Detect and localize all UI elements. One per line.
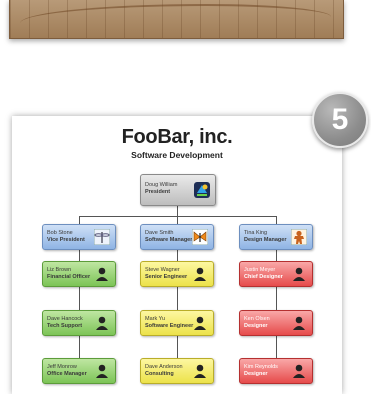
node-name: Mark Yu (145, 316, 166, 322)
dragonfly-icon (93, 228, 111, 246)
connector-line (177, 216, 178, 224)
node-name: Jeff Monrow (47, 364, 77, 370)
connector-line (79, 216, 80, 224)
node-name: Dave Smith (145, 230, 174, 236)
org-node-steve-wagner[interactable]: Steve Wagner Senior Engineer (140, 261, 214, 287)
person-silhouette-icon (191, 314, 209, 332)
org-chart-slide[interactable]: FooBar, inc. Software Development Doug W… (12, 116, 342, 394)
connector-line (276, 250, 277, 360)
company-title: FooBar, inc. (121, 126, 233, 148)
connector-line (177, 206, 178, 216)
gingerbread-icon (290, 228, 308, 246)
person-silhouette-icon (191, 362, 209, 380)
node-name: Liz Brown (47, 267, 72, 273)
node-role: Financial Officer (47, 274, 91, 280)
node-role: Consulting (145, 371, 174, 377)
node-name: Dave Anderson (145, 364, 183, 370)
node-name: Doug William (145, 182, 178, 188)
node-name: Dave Hancock (47, 316, 83, 322)
org-node-justin-meyer[interactable]: Justin Meyer Chief Designer (239, 261, 313, 287)
node-role: Software Manager (145, 237, 193, 243)
chart-curve-decoration (20, 4, 331, 36)
butterfly-icon (191, 228, 209, 246)
node-name: Bob Stone (47, 230, 73, 236)
org-node-dave-hancock[interactable]: Dave Hancock Tech Support (42, 310, 116, 336)
org-node-dave-smith[interactable]: Dave Smith Software Manager (140, 224, 214, 250)
org-node-liz-brown[interactable]: Liz Brown Financial Officer (42, 261, 116, 287)
connector-line (276, 216, 277, 224)
step-number-badge: 5 (312, 92, 368, 148)
node-role: Designer (244, 323, 268, 329)
node-name: Ken Olsen (244, 316, 270, 322)
node-role: Software Engineer (145, 323, 194, 329)
connector-line (79, 250, 80, 360)
person-silhouette-icon (290, 362, 308, 380)
org-node-jeff-monrow[interactable]: Jeff Monrow Office Manager (42, 358, 116, 384)
connector-line (177, 250, 178, 360)
connector-line (79, 216, 277, 217)
person-silhouette-icon (191, 265, 209, 283)
org-node-president[interactable]: Doug William President (140, 174, 216, 206)
node-name: Justin Meyer (244, 267, 276, 273)
org-node-dave-anderson[interactable]: Dave Anderson Consulting (140, 358, 214, 384)
org-node-ken-olsen[interactable]: Ken Olsen Designer (239, 310, 313, 336)
person-silhouette-icon (290, 314, 308, 332)
node-name: Steve Wagner (145, 267, 180, 273)
node-role: Office Manager (47, 371, 87, 377)
node-role: Senior Engineer (145, 274, 188, 280)
person-silhouette-icon (93, 314, 111, 332)
org-node-bob-stone[interactable]: Bob Stone Vice President (42, 224, 116, 250)
app-icon (193, 181, 211, 199)
person-silhouette-icon (93, 265, 111, 283)
department-subtitle: Software Development (131, 150, 223, 160)
previous-slide-card[interactable] (9, 0, 344, 39)
node-name: Tina King (244, 230, 268, 236)
org-node-tina-king[interactable]: Tina King Design Manager (239, 224, 313, 250)
person-silhouette-icon (93, 362, 111, 380)
node-role: Tech Support (47, 323, 83, 329)
node-role: Vice President (47, 237, 85, 243)
node-role: President (145, 189, 171, 195)
node-name: Kim Reynolds (244, 364, 278, 370)
person-silhouette-icon (290, 265, 308, 283)
node-role: Chief Designer (244, 274, 283, 280)
node-role: Design Manager (244, 237, 287, 243)
node-role: Designer (244, 371, 268, 377)
org-node-mark-yu[interactable]: Mark Yu Software Engineer (140, 310, 214, 336)
org-node-kim-reynolds[interactable]: Kim Reynolds Designer (239, 358, 313, 384)
